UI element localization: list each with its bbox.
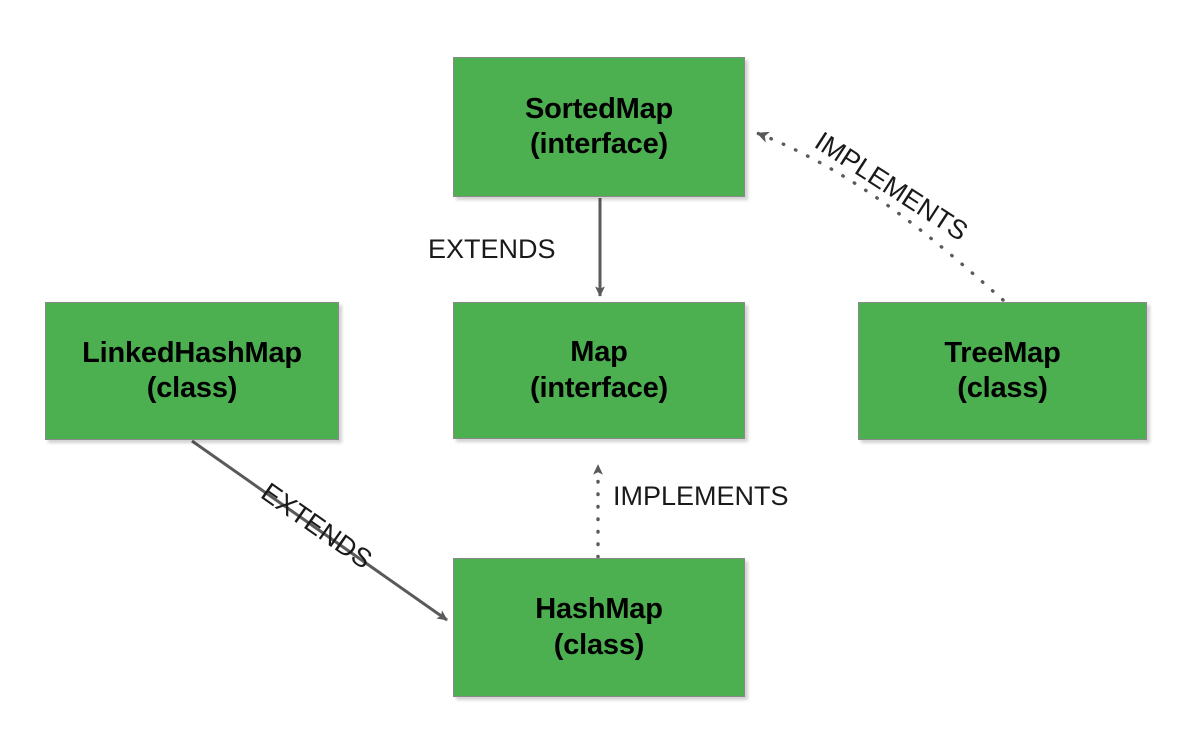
node-hashmap-name: HashMap xyxy=(535,593,663,626)
edge-label-sortedmap-extends-map: EXTENDS xyxy=(428,234,556,264)
node-map-name: Map xyxy=(570,336,628,369)
edge-label-hashmap-implements-map: IMPLEMENTS xyxy=(613,481,789,511)
edge-label-treemap-implements-sortedmap: IMPLEMENTS xyxy=(809,126,974,247)
edge-label-linkedhashmap-extends-hashmap: EXTENDS xyxy=(255,477,378,575)
node-linkedhashmap-name: LinkedHashMap xyxy=(82,336,302,369)
node-map[interactable]: Map (interface) xyxy=(453,302,745,439)
node-treemap-name: TreeMap xyxy=(944,336,1061,369)
node-treemap-kind: (class) xyxy=(957,372,1048,404)
node-sortedmap[interactable]: SortedMap (interface) xyxy=(453,57,745,197)
node-linkedhashmap[interactable]: LinkedHashMap (class) xyxy=(45,302,339,440)
node-sortedmap-name: SortedMap xyxy=(524,92,674,125)
node-hashmap-kind: (class) xyxy=(553,628,645,661)
node-map-kind: (interface) xyxy=(530,371,668,404)
node-linkedhashmap-kind: (class) xyxy=(146,372,238,404)
node-hashmap[interactable]: HashMap (class) xyxy=(453,558,745,697)
node-treemap[interactable]: TreeMap (class) xyxy=(858,302,1147,440)
node-sortedmap-kind: (interface) xyxy=(530,128,668,160)
